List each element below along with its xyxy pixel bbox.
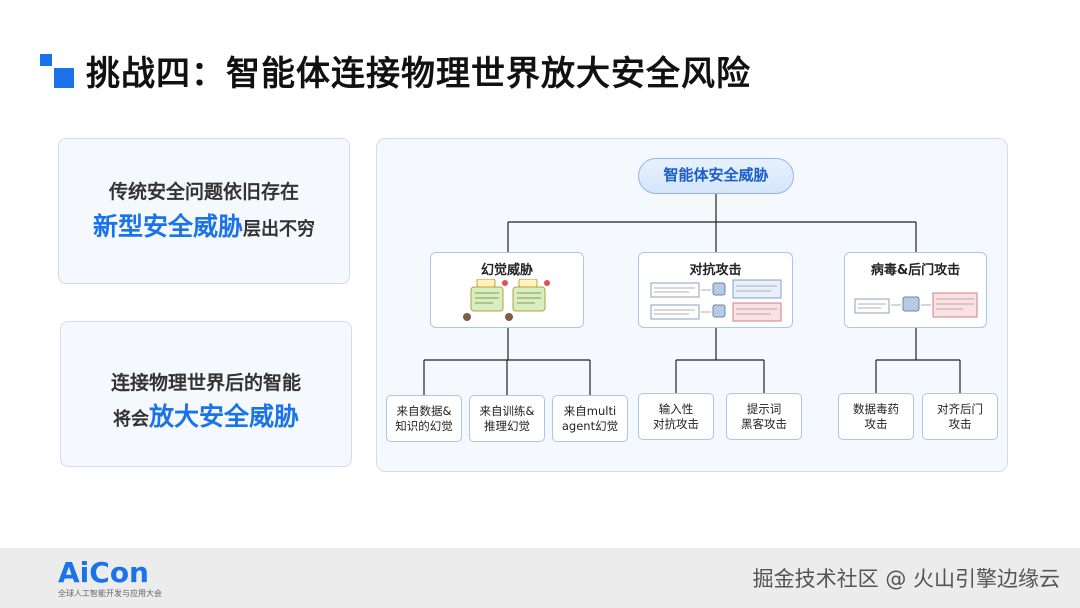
- highlight-text: 放大安全威胁: [148, 402, 299, 431]
- leaf-line: 来自训练&: [479, 403, 535, 418]
- page-title: 挑战四：智能体连接物理世界放大安全风险: [86, 54, 751, 94]
- leaf-line: 数据毒药: [853, 401, 899, 416]
- card-line: 传统安全问题依旧存在: [108, 181, 299, 203]
- leaf-line: 对齐后门: [937, 401, 983, 416]
- category-label: 对抗攻击: [689, 263, 742, 278]
- card-text: 层出不穷: [243, 219, 315, 240]
- leaf-input-adversarial: 输入性 对抗攻击: [638, 393, 714, 440]
- leaf-line: 对抗攻击: [653, 416, 699, 431]
- leaf-data-poisoning: 数据毒药 攻击: [838, 393, 914, 440]
- leaf-line: 知识的幻觉: [395, 418, 453, 433]
- category-backdoor: 病毒&后门攻击: [844, 252, 987, 328]
- leaf-line: agent幻觉: [561, 418, 619, 433]
- leaf-line: 攻击: [948, 416, 972, 431]
- category-label: 病毒&后门攻击: [870, 263, 961, 278]
- category-hallucination: 幻觉威胁: [430, 252, 584, 328]
- card-text: 将会: [112, 409, 149, 430]
- footer-bar: [0, 548, 1080, 608]
- leaf-prompt-hacking: 提示词 黑客攻击: [726, 393, 802, 440]
- leaf-training-inference-hallucination: 来自训练& 推理幻觉: [469, 395, 545, 442]
- leaf-data-knowledge-hallucination: 来自数据& 知识的幻觉: [386, 395, 462, 442]
- card-line: 连接物理世界后的智能: [110, 372, 301, 394]
- category-adversarial: 对抗攻击: [638, 252, 793, 328]
- leaf-line: 来自multi: [563, 403, 617, 418]
- leaf-line: 来自数据&: [396, 403, 452, 418]
- title-mark-icon: [40, 54, 74, 88]
- adversarial-illustration: [650, 279, 782, 322]
- left-card-traditional: 传统安全问题依旧存在 新型安全威胁层出不穷: [58, 138, 350, 284]
- root-node: 智能体安全威胁: [638, 158, 794, 194]
- backdoor-illustration: [854, 292, 978, 318]
- card-line-highlight: 新型安全威胁层出不穷: [59, 207, 349, 243]
- leaf-line: 提示词: [746, 401, 782, 416]
- leaf-line: 输入性: [658, 401, 694, 416]
- leaf-line: 攻击: [864, 416, 888, 431]
- leaf-line: 黑客攻击: [741, 416, 787, 431]
- leaf-alignment-backdoor: 对齐后门 攻击: [922, 393, 998, 440]
- card-line-highlight: 将会放大安全威胁: [61, 397, 351, 433]
- leaf-multi-agent-hallucination: 来自multi agent幻觉: [552, 395, 628, 442]
- category-label: 幻觉威胁: [480, 263, 533, 278]
- highlight-text: 新型安全威胁: [92, 212, 243, 241]
- left-card-physical: 连接物理世界后的智能 将会放大安全威胁: [60, 321, 352, 467]
- aicon-logo: AiCon: [58, 556, 149, 589]
- hallucination-illustration: [463, 279, 550, 321]
- logo-subtitle: 全球人工智能开发与应用大会: [58, 589, 162, 598]
- leaf-line: 推理幻觉: [484, 418, 530, 433]
- source-watermark: 掘金技术社区 @ 火山引擎边缘云: [752, 567, 1060, 591]
